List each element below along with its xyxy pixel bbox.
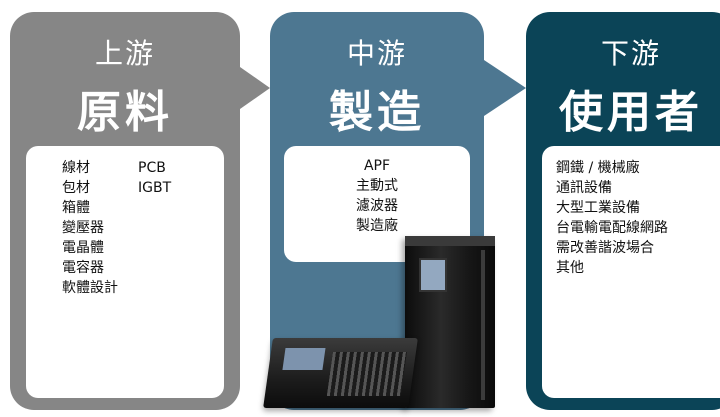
upstream-list-col2: PCB IGBT bbox=[138, 158, 171, 198]
list-item: 包材 bbox=[62, 180, 90, 196]
list-item: PCB bbox=[138, 160, 166, 176]
downstream-card: 下游 使用者 鋼鐵 / 機械廠 通訊設備 大型工業設備 台電輸電配線網路 需改善… bbox=[526, 12, 720, 410]
list-item: 大型工業設備 bbox=[556, 200, 640, 216]
midstream-list: APF 主動式 濾波器 製造廠 bbox=[284, 156, 470, 236]
downstream-list: 鋼鐵 / 機械廠 通訊設備 大型工業設備 台電輸電配線網路 需改善諧波場合 其他 bbox=[556, 158, 668, 278]
list-item: 電晶體 bbox=[62, 240, 104, 256]
downstream-small-title: 下游 bbox=[600, 37, 661, 70]
list-item: 通訊設備 bbox=[556, 180, 612, 196]
list-item: IGBT bbox=[138, 180, 172, 196]
upstream-small-title: 上游 bbox=[94, 37, 155, 70]
upstream-items-panel: 線材 包材 箱體 變壓器 電晶體 電容器 軟體設計 PCB IGBT bbox=[26, 146, 224, 398]
midstream-big-title: 製造 bbox=[329, 87, 425, 138]
upstream-list-col1: 線材 包材 箱體 變壓器 電晶體 電容器 軟體設計 bbox=[62, 158, 118, 298]
list-item: 線材 bbox=[62, 160, 90, 176]
midstream-card: 中游 製造 APF 主動式 濾波器 製造廠 bbox=[270, 12, 484, 410]
upstream-card: 上游 原料 線材 包材 箱體 變壓器 電晶體 電容器 軟體設計 PCB IGBT bbox=[10, 12, 240, 410]
list-item: 需改善諧波場合 bbox=[556, 240, 654, 256]
list-item: 電容器 bbox=[62, 260, 104, 276]
list-item: 變壓器 bbox=[62, 220, 104, 236]
list-item: 台電輸電配線網路 bbox=[556, 220, 668, 236]
list-item: 箱體 bbox=[62, 200, 90, 216]
downstream-big-title: 使用者 bbox=[559, 87, 703, 138]
list-item: 軟體設計 bbox=[62, 280, 118, 296]
arrow-midstream-to-downstream bbox=[484, 60, 526, 116]
apf-tower-cabinet-image bbox=[405, 236, 495, 408]
list-item: 鋼鐵 / 機械廠 bbox=[556, 160, 640, 176]
list-item: 主動式 bbox=[356, 178, 398, 194]
midstream-small-title: 中游 bbox=[346, 37, 407, 70]
list-item: APF bbox=[363, 158, 391, 174]
list-item: 製造廠 bbox=[356, 218, 398, 234]
downstream-items-panel: 鋼鐵 / 機械廠 通訊設備 大型工業設備 台電輸電配線網路 需改善諧波場合 其他 bbox=[542, 146, 720, 398]
list-item: 濾波器 bbox=[356, 198, 398, 214]
apf-rack-unit-image bbox=[263, 338, 418, 408]
upstream-big-title: 原料 bbox=[77, 87, 173, 138]
list-item: 其他 bbox=[556, 260, 584, 276]
